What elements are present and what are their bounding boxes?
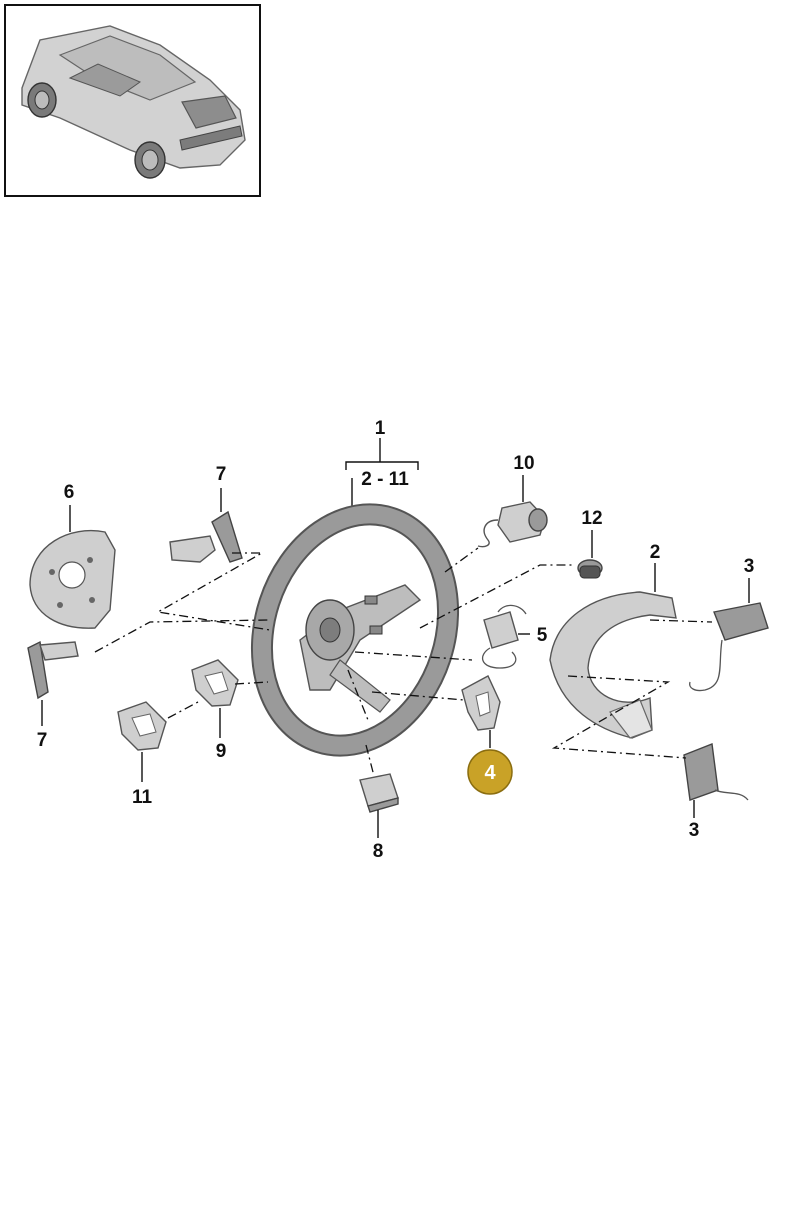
steering-wheel[interactable] [233, 490, 477, 770]
selected-part-badge[interactable]: 4 [467, 749, 513, 795]
paddle-bottom-part[interactable] [27, 640, 79, 700]
label-7-bottom[interactable]: 7 [37, 730, 48, 751]
badge-circle [467, 749, 513, 795]
label-11[interactable]: 11 [132, 787, 153, 808]
label-8[interactable]: 8 [373, 841, 384, 862]
label-2-11[interactable]: 2 - 11 [361, 469, 409, 490]
vehicle-thumbnail[interactable] [4, 4, 261, 197]
switch-wiring-part[interactable] [481, 604, 527, 669]
label-6[interactable]: 6 [64, 482, 75, 503]
label-12[interactable]: 12 [581, 508, 602, 529]
label-3-top[interactable]: 3 [744, 556, 755, 577]
switch-right-bottom-part[interactable] [683, 743, 749, 801]
label-4: 4 [484, 762, 496, 784]
trim-11-part[interactable] [117, 701, 167, 751]
trim-4-part[interactable] [461, 675, 501, 731]
connection-lines [94, 547, 713, 777]
label-2[interactable]: 2 [650, 542, 661, 563]
screw-12-part[interactable] [577, 559, 603, 579]
label-7-top[interactable]: 7 [216, 464, 227, 485]
label-1[interactable]: 1 [375, 418, 386, 439]
rear-cover-part[interactable] [29, 530, 116, 629]
label-10[interactable]: 10 [513, 453, 534, 474]
label-9[interactable]: 9 [216, 741, 227, 762]
cover-2-part[interactable] [549, 591, 677, 739]
control-unit-part[interactable] [359, 773, 399, 813]
label-3-bottom[interactable]: 3 [689, 820, 700, 841]
paddle-top-part[interactable] [169, 510, 243, 563]
button-10-part[interactable] [477, 501, 548, 548]
label-5[interactable]: 5 [537, 625, 548, 646]
trim-9-part[interactable] [191, 659, 239, 707]
switch-right-top-part[interactable] [689, 602, 769, 692]
